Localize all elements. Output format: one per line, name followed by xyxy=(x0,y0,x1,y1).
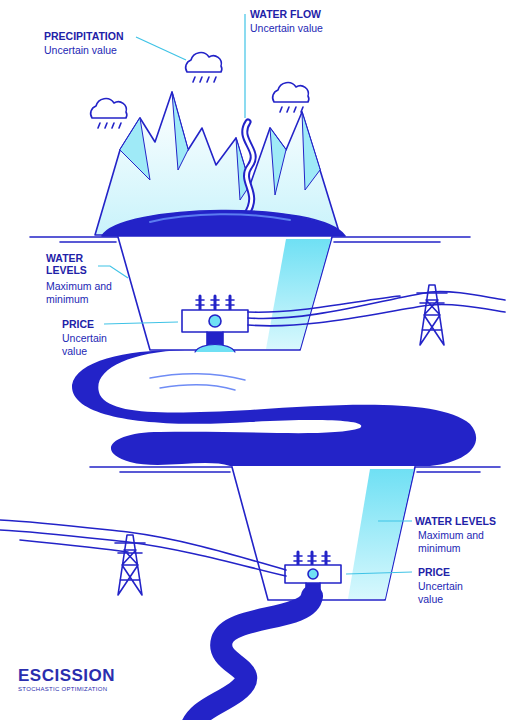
river xyxy=(72,350,476,466)
callout-heading-box: PRICE xyxy=(418,566,498,578)
callout-heading: PRICE xyxy=(418,566,498,578)
callout-text-box: Maximum and minimum xyxy=(418,529,502,555)
logo-text: ESCISSION xyxy=(18,667,178,685)
logo-tagline-box: STOCHASTIC OPTIMIZATION xyxy=(18,686,178,693)
callout-text-box: Uncertain value xyxy=(44,44,174,57)
upper-powerhouse xyxy=(182,296,248,352)
leader-lines xyxy=(98,14,412,574)
pylon xyxy=(417,285,447,345)
callout-heading-box: PRECIPITATION xyxy=(44,30,174,42)
logo-tagline: STOCHASTIC OPTIMIZATION xyxy=(18,686,178,693)
logo-text-box: ESCISSION xyxy=(18,667,178,685)
cloud xyxy=(91,99,127,128)
callout-heading-box: WATER LEVELS xyxy=(46,252,96,276)
callout-heading-box: WATER FLOW xyxy=(250,8,370,20)
callout-text: Uncertain value xyxy=(44,44,174,57)
callout-text: Uncertain value xyxy=(250,22,370,35)
callout-text-box: Uncertain value xyxy=(62,332,120,358)
upper-lake xyxy=(102,210,345,236)
callout-heading: WATER FLOW xyxy=(250,8,370,20)
callout-text: Uncertain value xyxy=(418,580,476,606)
callout-heading: WATER LEVELS xyxy=(46,252,96,276)
pylon xyxy=(115,535,145,595)
cloud xyxy=(186,53,222,82)
callout-text: Uncertain value xyxy=(62,332,120,358)
callout-heading: PRICE xyxy=(62,318,122,330)
cloud xyxy=(273,83,309,112)
callout-text: Maximum and minimum xyxy=(418,529,502,555)
callout-text-box: Maximum and minimum xyxy=(46,280,126,306)
callout-text-box: Uncertain value xyxy=(418,580,476,606)
upper-reservoir xyxy=(118,237,332,350)
callout-heading: WATER LEVELS xyxy=(415,515,505,527)
callout-heading-box: WATER LEVELS xyxy=(415,515,505,527)
callout-heading-box: PRICE xyxy=(62,318,122,330)
lower-reservoir xyxy=(232,467,415,600)
callout-text-box: Uncertain value xyxy=(250,22,370,35)
callout-text: Maximum and minimum xyxy=(46,280,126,306)
outflow-river xyxy=(190,596,312,720)
mountains xyxy=(95,92,340,235)
callout-heading: PRECIPITATION xyxy=(44,30,174,42)
